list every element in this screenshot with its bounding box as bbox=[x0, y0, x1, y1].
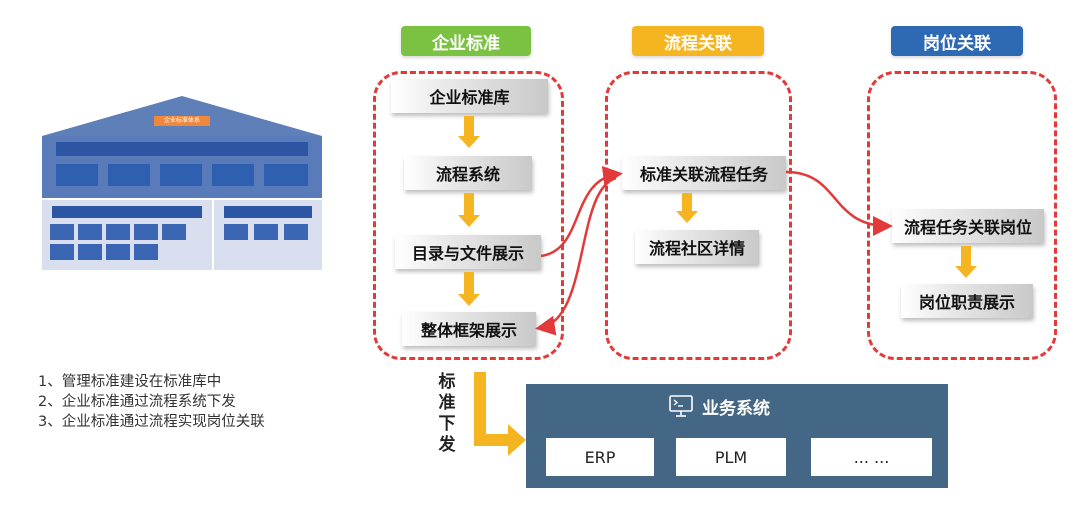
tag-enterprise-standard: 企业标准 bbox=[401, 26, 531, 56]
tag-process-link: 流程关联 bbox=[632, 26, 764, 56]
column-process-link bbox=[605, 71, 792, 360]
tag-position-link: 岗位关联 bbox=[891, 26, 1023, 56]
step-standard-library: 企业标准库 bbox=[391, 79, 548, 113]
notes-list: 1、管理标准建设在标准库中 2、企业标准通过流程系统下发 3、企业标准通过流程实… bbox=[38, 372, 265, 432]
thumbnail-roof-label: 企业标准体系 bbox=[154, 116, 210, 126]
standard-system-thumbnail: 企业标准体系 bbox=[42, 92, 322, 270]
distribution-arrow-icon bbox=[474, 372, 526, 456]
system-item-more: ... ... bbox=[811, 438, 932, 476]
note-item: 3、企业标准通过流程实现岗位关联 bbox=[38, 414, 265, 430]
business-system-title: 业务系统 bbox=[702, 399, 770, 419]
monitor-terminal-icon bbox=[669, 395, 693, 417]
note-item: 1、管理标准建设在标准库中 bbox=[38, 374, 222, 390]
system-item-erp: ERP bbox=[546, 438, 654, 476]
vertical-label-standard-distribution: 标 准 下 发 bbox=[438, 372, 456, 455]
step-standard-link-process-task: 标准关联流程任务 bbox=[622, 156, 786, 190]
step-task-link-position: 流程任务关联岗位 bbox=[892, 209, 1044, 243]
step-directory-file-display: 目录与文件展示 bbox=[395, 235, 541, 269]
step-position-duty-display: 岗位职责展示 bbox=[901, 284, 1033, 318]
step-process-system: 流程系统 bbox=[404, 156, 532, 190]
note-item: 2、企业标准通过流程系统下发 bbox=[38, 394, 236, 410]
system-item-plm: PLM bbox=[676, 438, 786, 476]
step-overall-framework-display: 整体框架展示 bbox=[402, 312, 536, 346]
business-system-panel: 业务系统 ERP PLM ... ... bbox=[526, 384, 948, 488]
thumbnail-house-image bbox=[42, 96, 322, 270]
step-process-community-detail: 流程社区详情 bbox=[635, 230, 759, 264]
